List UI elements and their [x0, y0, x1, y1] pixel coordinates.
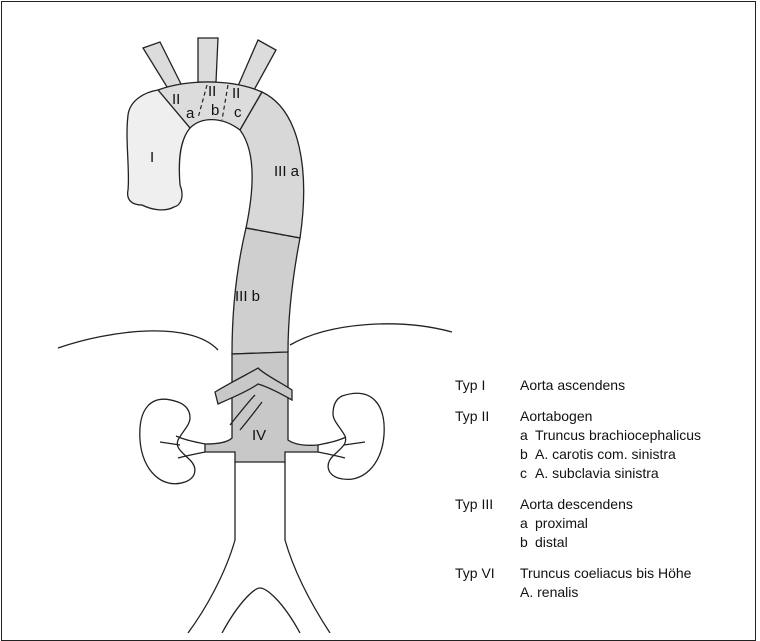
left-renal-artery: [176, 436, 205, 444]
right-renal-vessel: [344, 442, 365, 445]
legend-item-key: a: [520, 514, 535, 533]
left-kidney: [140, 399, 195, 484]
infrarenal-aorta-right-wall: [285, 462, 330, 633]
label-ii-c: c: [234, 104, 242, 121]
legend-title: Aortabogen: [520, 407, 592, 426]
legend-group-type-iii: Typ III Aorta descendens a proximal b di…: [455, 495, 755, 552]
infrarenal-aorta-left-wall: [188, 462, 235, 633]
legend-item-key: b: [520, 445, 535, 464]
branch-carotis: [198, 38, 218, 82]
label-type-ii-right: II: [232, 85, 240, 102]
legend-title: Truncus coeliacus bis Höhe: [520, 564, 691, 583]
legend-group-type-vi: Typ VI Truncus coeliacus bis Höhe A. ren…: [455, 564, 755, 602]
legend: Typ I Aorta ascendens Typ II Aortabogen …: [455, 376, 755, 614]
legend-item-text: A. carotis com. sinistra: [535, 445, 676, 464]
legend-group-type-i: Typ I Aorta ascendens: [455, 376, 755, 395]
right-renal-artery: [318, 437, 346, 445]
right-kidney: [328, 393, 384, 479]
label-type-iiia: III a: [274, 163, 300, 180]
iliac-bifurcation: [222, 588, 300, 633]
label-ii-a: a: [186, 105, 195, 122]
label-type-iiib: III b: [235, 288, 260, 305]
legend-item-key: c: [520, 464, 535, 483]
legend-item-key: b: [520, 533, 535, 552]
legend-group-type-ii: Typ II Aortabogen a Truncus brachiocepha…: [455, 407, 755, 483]
legend-item-text: Truncus brachiocephalicus: [535, 426, 701, 445]
abdominal-aorta-type-iv: [205, 352, 318, 462]
label-type-i: I: [150, 149, 154, 166]
label-type-iv: IV: [252, 427, 266, 444]
legend-item-text: distal: [535, 533, 568, 552]
label-type-ii-left: II: [172, 91, 180, 108]
legend-item-text: proximal: [535, 514, 588, 533]
diaphragm-right: [290, 324, 452, 345]
label-ii-b: b: [211, 102, 219, 119]
legend-item-text: A. renalis: [520, 583, 578, 602]
legend-typ: Typ I: [455, 376, 520, 395]
legend-item-key: a: [520, 426, 535, 445]
diaphragm-left: [58, 331, 218, 350]
legend-item-text: A. subclavia sinistra: [535, 464, 659, 483]
legend-typ: Typ III: [455, 495, 520, 514]
label-type-ii-mid: II: [208, 83, 216, 100]
branch-subclavia: [238, 40, 276, 90]
legend-title: Aorta descendens: [520, 495, 633, 514]
legend-typ: Typ VI: [455, 564, 520, 583]
legend-title: Aorta ascendens: [520, 376, 625, 395]
legend-typ: Typ II: [455, 407, 520, 426]
